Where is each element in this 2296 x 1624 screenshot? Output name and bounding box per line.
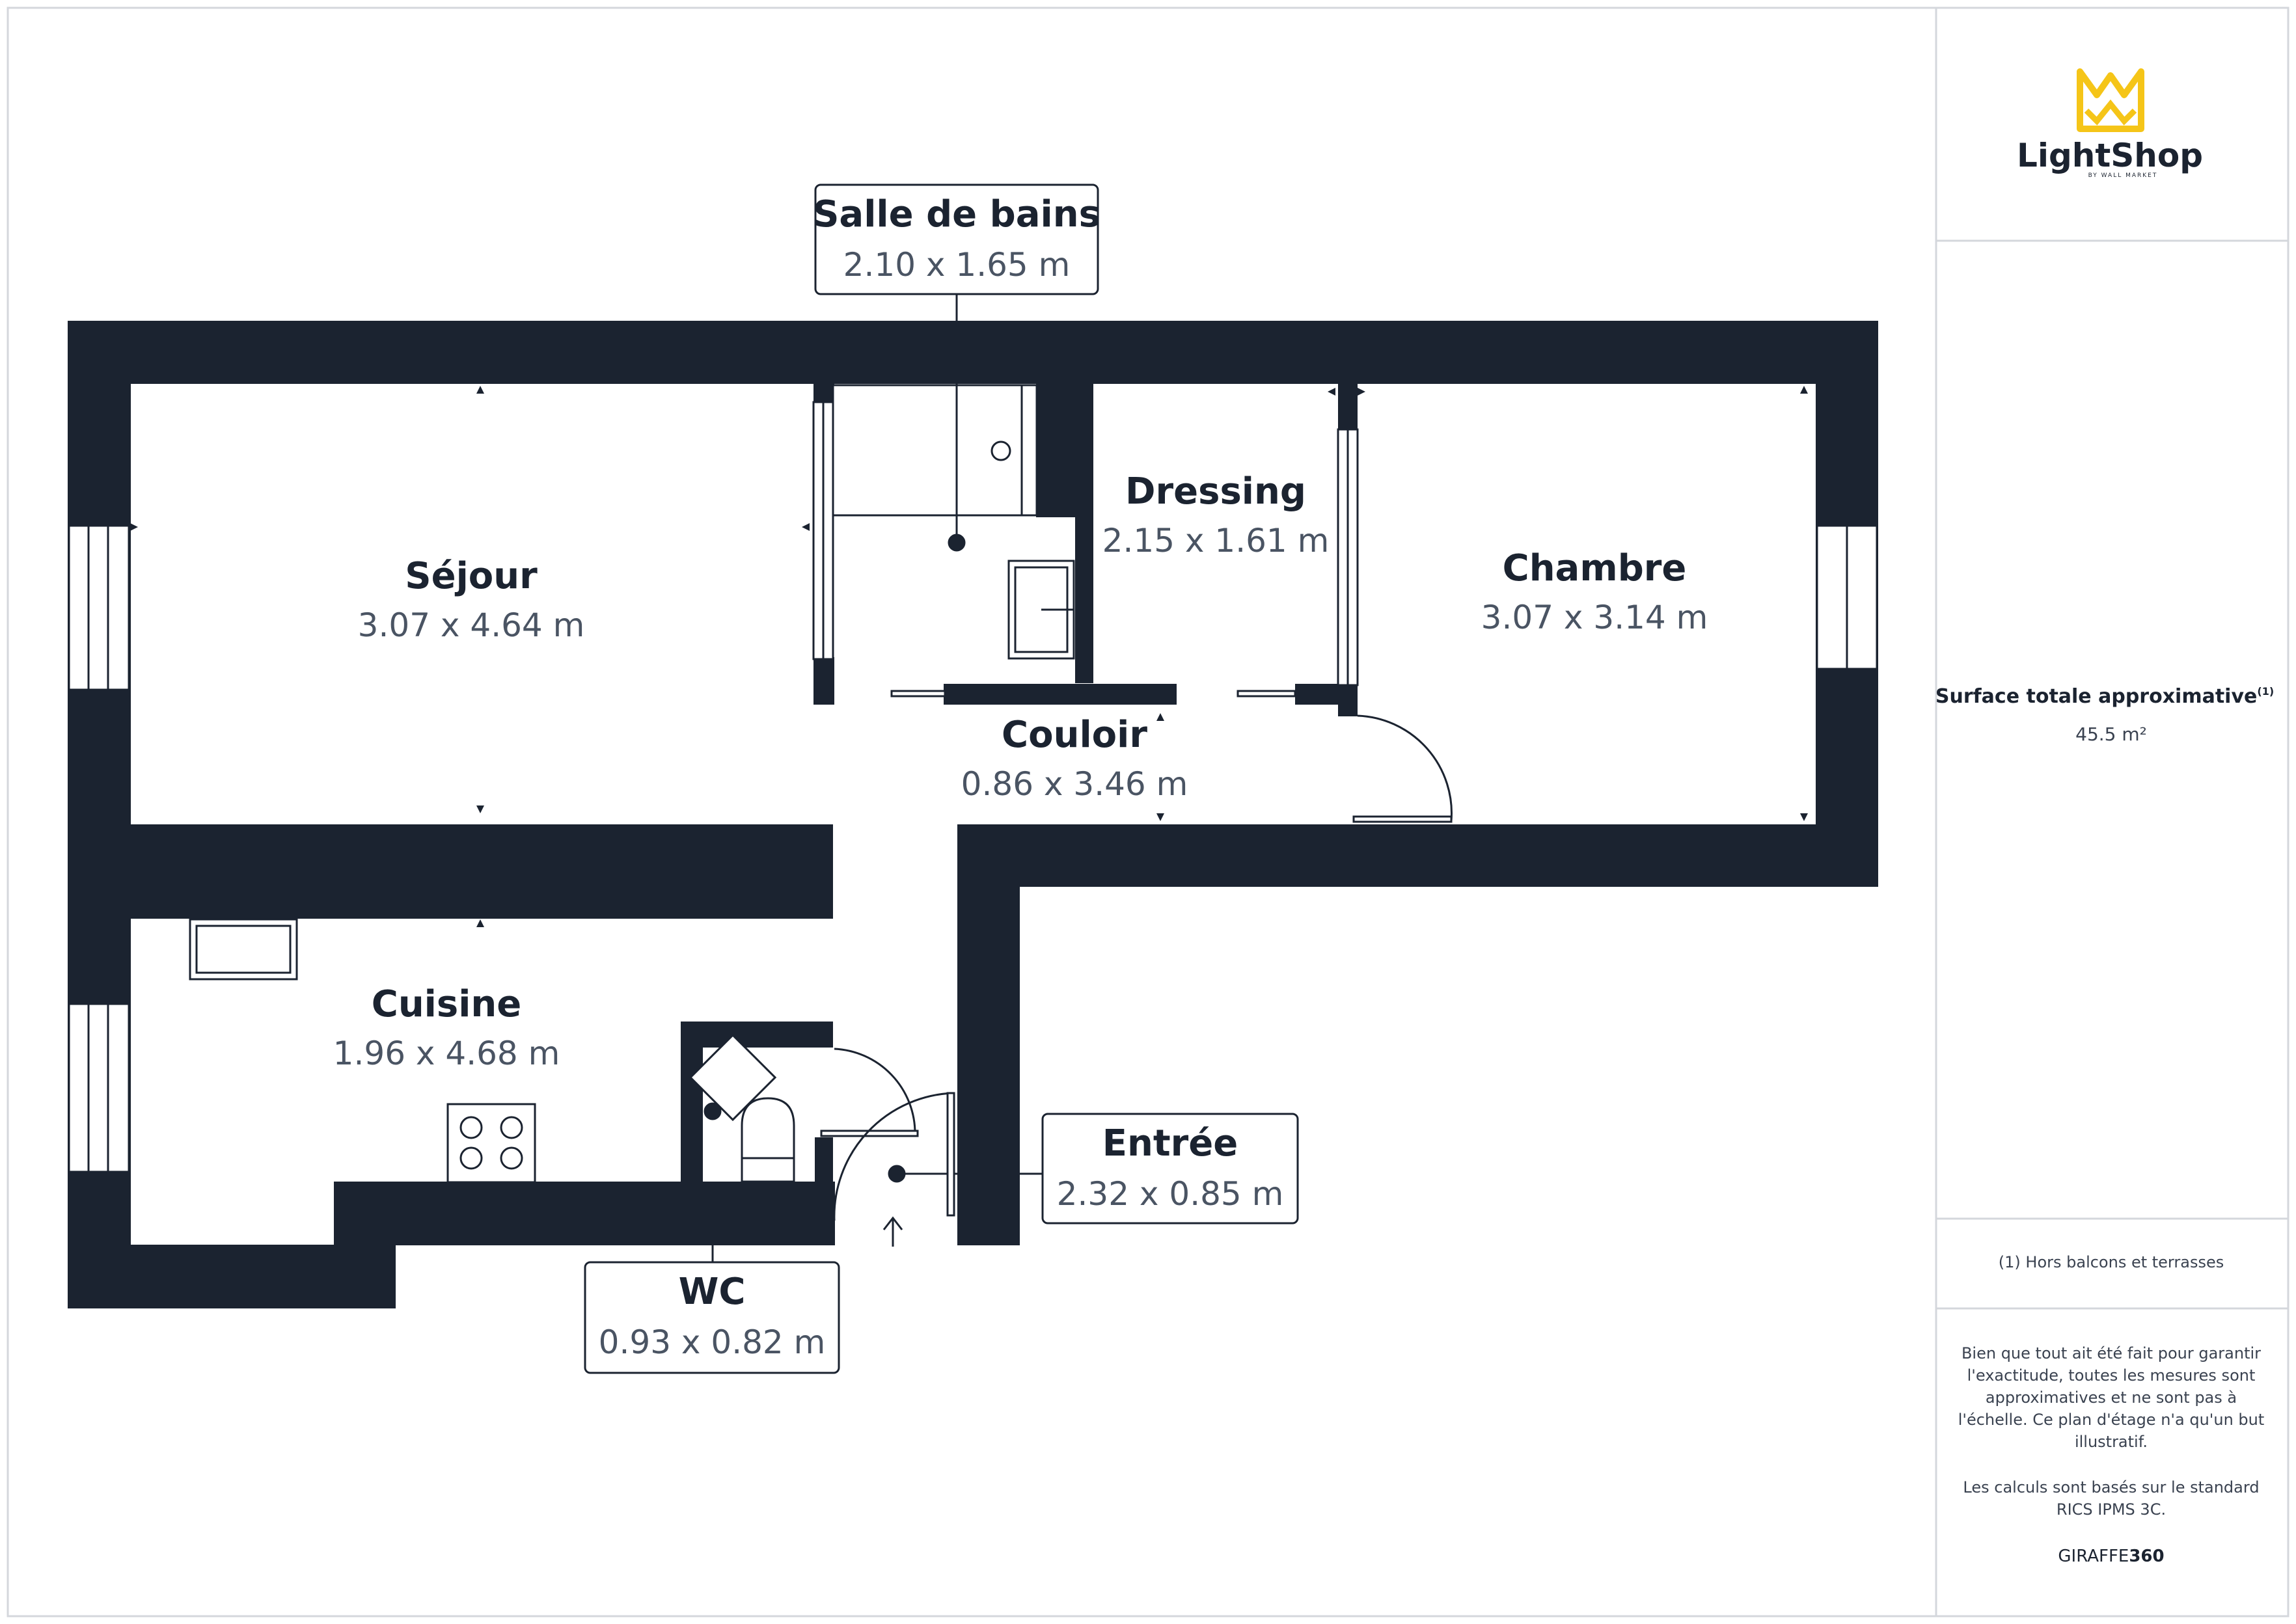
window-cuisine	[68, 1003, 130, 1173]
total-area-title: Surface totale approximative(1)	[1935, 685, 2274, 708]
wall-wc-right	[815, 1137, 833, 1182]
standard-line: RICS IPMS 3C.	[2057, 1500, 2166, 1519]
wall-sejour-bath-top	[813, 384, 834, 403]
kitchen-fixtures	[189, 918, 536, 1184]
doors	[820, 714, 1453, 1247]
leader-lines	[704, 294, 1043, 1262]
sheet-border	[7, 7, 2289, 1617]
wc-handbasin	[689, 1033, 777, 1122]
wall-bottom-mid	[334, 1182, 835, 1245]
door-entree	[833, 1092, 954, 1221]
wall-bath-bottom	[944, 684, 1177, 705]
dressing-dims: 2.15 x 1.61 m	[1102, 522, 1330, 560]
entree-dims: 2.32 x 0.85 m	[1057, 1175, 1284, 1213]
salle-de-bains-dims: 2.10 x 1.65 m	[843, 246, 1071, 284]
toilet	[741, 1097, 795, 1183]
salle-de-bains-name: Salle de bains	[813, 193, 1100, 236]
wc-callout-box	[584, 1261, 840, 1374]
brand-logo: LightShop BY WALL MARKET	[2017, 68, 2203, 179]
wall-upper-bottom	[957, 824, 1878, 887]
wall-sejour-cuisine	[68, 824, 833, 919]
disclaimer-line: l'exactitude, toutes les mesures sont	[1967, 1366, 2256, 1385]
wall-wc-top	[681, 1022, 833, 1048]
wall-chambre-door-jamb	[1338, 684, 1358, 716]
cuisine-name: Cuisine	[372, 983, 522, 1025]
disclaimer-line: l'échelle. Ce plan d'étage n'a qu'un but	[1958, 1411, 2265, 1429]
dressing-name: Dressing	[1125, 470, 1306, 513]
wall-bath-stub	[1036, 384, 1075, 517]
credit-giraffe360: GIRAFFE360	[2058, 1547, 2164, 1566]
wall-top	[68, 321, 1878, 384]
brand-name: LightShop	[2017, 137, 2203, 174]
door-wc	[834, 1048, 916, 1134]
couloir-name: Couloir	[1002, 714, 1147, 756]
sejour-name: Séjour	[405, 555, 538, 597]
shower-drain	[991, 440, 1011, 461]
windows	[68, 524, 1878, 1173]
wall-wc-left	[681, 1022, 703, 1182]
chambre-dims: 3.07 x 3.14 m	[1481, 599, 1708, 636]
door-chambre	[1357, 714, 1453, 822]
wall-entree-right	[957, 824, 1020, 1245]
window-sejour	[68, 524, 130, 691]
chambre-name: Chambre	[1503, 547, 1687, 589]
wall-sejour-bath-stub	[813, 657, 834, 705]
disclaimer-line: Bien que tout ait été fait pour garantir	[1961, 1344, 2261, 1362]
couloir-dims: 0.86 x 3.46 m	[961, 765, 1188, 803]
footnote: (1) Hors balcons et terrasses	[1999, 1253, 2224, 1271]
wc-dims: 0.93 x 0.82 m	[599, 1323, 826, 1361]
bathroom-fixtures	[812, 384, 1359, 697]
disclaimer: Bien que tout ait été fait pour garantir…	[1958, 1344, 2265, 1519]
wall-dressing-chambre	[1338, 384, 1358, 431]
wall-bath-dressing	[1075, 384, 1093, 683]
wc-fixtures	[689, 1033, 795, 1183]
crown-w-icon	[2077, 68, 2144, 132]
disclaimer-line: illustratif.	[2075, 1433, 2148, 1451]
dimension-markers	[130, 386, 1808, 927]
standard-line: Les calculs sont basés sur le standard	[1963, 1478, 2259, 1496]
brand-tagline: BY WALL MARKET	[2088, 172, 2158, 179]
cuisine-dims: 1.96 x 4.68 m	[333, 1035, 560, 1072]
wall-bottom-left	[68, 1245, 396, 1308]
entree-callout-box	[1041, 1113, 1299, 1225]
entree-name: Entrée	[1102, 1122, 1238, 1165]
sejour-dims: 3.07 x 4.64 m	[358, 606, 585, 644]
kitchen-cooktop	[446, 1103, 536, 1184]
total-area-value: 45.5 m²	[2075, 724, 2147, 745]
disclaimer-line: approximatives et ne sont pas à	[1986, 1388, 2237, 1407]
wc-name: WC	[679, 1271, 746, 1313]
salle-de-bains-callout-box	[814, 183, 1099, 295]
